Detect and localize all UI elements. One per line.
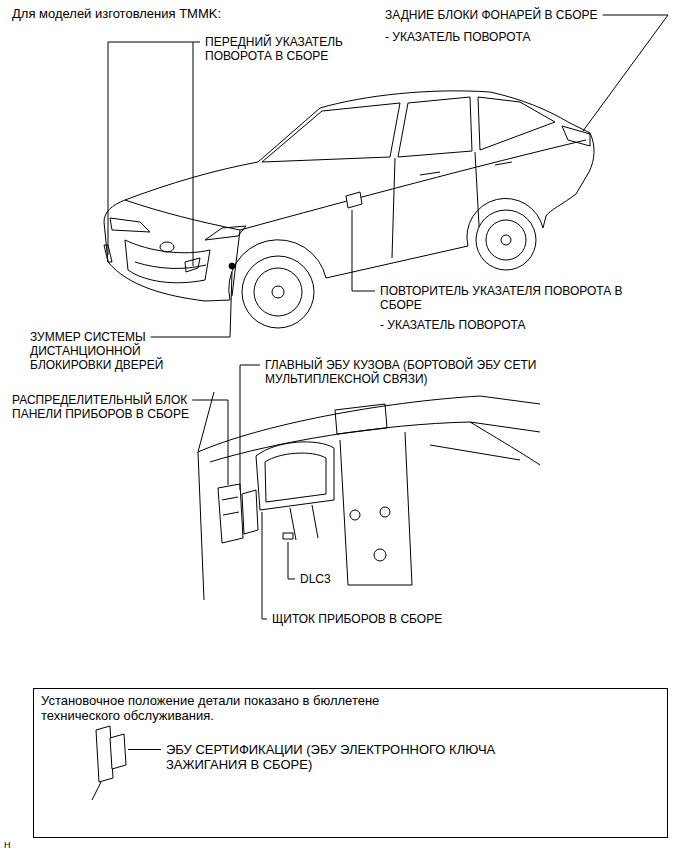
leader-line <box>352 210 375 291</box>
dashboard-illustration-part <box>312 505 318 538</box>
leader-line <box>151 272 232 337</box>
part-label: ЭБУ СЕРТИФИКАЦИИ (ЭБУ ЭЛЕКТРОННОГО КЛЮЧА… <box>166 742 495 772</box>
part-label: ПЕРЕДНИЙ УКАЗАТЕЛЬ ПОВОРОТА В СБОРЕ <box>205 35 343 63</box>
part-label: DLC3 <box>300 572 331 586</box>
leader-line <box>128 749 161 750</box>
car-illustration-part <box>398 97 472 157</box>
car-illustration-part <box>160 242 174 252</box>
dashboard-illustration-part <box>335 404 387 434</box>
part-label-wrap: ЗАДНИЕ БЛОКИ ФОНАРЕЙ В СБОРЕ <box>385 8 665 22</box>
ecu-icon <box>92 726 126 800</box>
dashboard-illustration-part <box>290 508 296 540</box>
part-label: - УКАЗАТЕЛЬ ПОВОРОТА <box>385 30 530 44</box>
car-illustration-part <box>104 91 594 301</box>
car-illustration-part <box>501 235 511 245</box>
dashboard-illustration-part <box>198 392 214 452</box>
dashboard-illustration-part <box>430 445 520 460</box>
part-label: ЗАДНИЕ БЛОКИ ФОНАРЕЙ В СБОРЕ <box>385 8 598 22</box>
car-illustration-part <box>392 158 395 258</box>
title-wrap: Для моделей изготовления TMMK: <box>12 6 412 21</box>
car-illustration-part <box>135 262 206 268</box>
dashboard-illustration-part <box>350 510 360 520</box>
dashboard-illustration-part <box>242 490 258 534</box>
car-illustration-part <box>346 192 362 208</box>
car-illustration-part <box>229 263 235 269</box>
car-illustration-part <box>240 140 586 230</box>
title: Для моделей изготовления TMMK: <box>12 6 221 21</box>
ecu-icon-part <box>96 726 113 782</box>
part-label: ПОВТОРИТЕЛЬ УКАЗАТЕЛЯ ПОВОРОТА В СБОРЕ <box>380 284 623 312</box>
ecu-icon-part <box>92 782 101 800</box>
leader-line <box>193 42 194 266</box>
car-illustration-part <box>254 268 302 316</box>
note-text: Установочное положение детали показано в… <box>41 693 379 723</box>
part-label: H <box>4 840 11 850</box>
car-illustration-part <box>125 200 240 230</box>
leader-line <box>583 15 668 131</box>
leader-line <box>240 365 260 490</box>
part-label-wrap: ПЕРЕДНИЙ УКАЗАТЕЛЬ ПОВОРОТА В СБОРЕ <box>205 35 370 63</box>
car-illustration-part <box>478 97 555 150</box>
dashboard-illustration-part <box>470 422 540 465</box>
car-illustration-part <box>110 218 150 232</box>
car-illustration-part <box>476 210 536 270</box>
car-illustration-part <box>495 162 512 165</box>
car-illustration-part <box>562 126 590 146</box>
dashboard-illustration-part <box>283 533 293 539</box>
part-label-wrap: ПОВТОРИТЕЛЬ УКАЗАТЕЛЯ ПОВОРОТА В СБОРЕ <box>380 284 660 312</box>
car-illustration-part <box>125 240 210 283</box>
part-label-wrap: - УКАЗАТЕЛЬ ПОВОРОТА <box>385 30 585 44</box>
part-label-wrap: РАСПРЕДЕЛИТЕЛЬНЫЙ БЛОК ПАНЕЛИ ПРИБОРОВ В… <box>12 393 217 421</box>
car-illustration-part <box>486 220 526 260</box>
part-label: - УКАЗАТЕЛЬ ПОВОРОТА <box>380 318 525 332</box>
note-box: Установочное положение детали показано в… <box>33 688 668 838</box>
dashboard-illustration-part <box>222 497 238 500</box>
leader-line <box>288 542 295 579</box>
part-label: ГЛАВНЫЙ ЭБУ КУЗОВА (БОРТОВОЙ ЭБУ СЕТИ МУ… <box>265 358 536 386</box>
dashboard-illustration-part <box>256 442 334 510</box>
part-label: РАСПРЕДЕЛИТЕЛЬНЫЙ БЛОК ПАНЕЛИ ПРИБОРОВ В… <box>12 393 189 421</box>
dashboard-illustration-part <box>198 396 540 452</box>
dashboard-illustration-part <box>380 507 390 517</box>
car-illustration-part <box>242 256 314 328</box>
leader-line <box>192 400 228 485</box>
dashboard-illustration-part <box>218 484 243 543</box>
car-illustration-part <box>420 172 440 175</box>
car-illustration-part <box>262 103 400 162</box>
leader-line <box>262 512 267 619</box>
dashboard-illustration-part <box>374 549 386 561</box>
leader-line <box>108 42 200 255</box>
part-label-wrap: ГЛАВНЫЙ ЭБУ КУЗОВА (БОРТОВОЙ ЭБУ СЕТИ МУ… <box>265 358 585 386</box>
car-illustration-part <box>205 226 246 240</box>
dashboard-illustration-part <box>340 432 412 585</box>
ecu-icon-part <box>110 734 126 769</box>
car-illustration-part <box>272 286 284 298</box>
part-label-wrap: ЩИТОК ПРИБОРОВ В СБОРЕ <box>272 612 492 626</box>
dashboard-illustration-part <box>265 453 326 502</box>
dashboard-illustration-part <box>223 512 239 515</box>
part-label-wrap: DLC3 <box>300 572 360 586</box>
part-label-wrap: H <box>4 838 24 852</box>
note-text-wrap: Установочное положение детали показано в… <box>41 693 441 723</box>
part-label-wrap: - УКАЗАТЕЛЬ ПОВОРОТА <box>380 318 580 332</box>
part-label: ЗУММЕР СИСТЕМЫ ДИСТАНЦИОННОЙ БЛОКИРОВКИ … <box>30 330 164 372</box>
dashboard-illustration <box>198 392 540 600</box>
dashboard-illustration-part <box>198 452 204 600</box>
part-label-wrap: ЭБУ СЕРТИФИКАЦИИ (ЭБУ ЭЛЕКТРОННОГО КЛЮЧА… <box>166 742 556 772</box>
part-label-wrap: ЗУММЕР СИСТЕМЫ ДИСТАНЦИОННОЙ БЛОКИРОВКИ … <box>30 330 205 372</box>
part-label: ЩИТОК ПРИБОРОВ В СБОРЕ <box>272 612 442 626</box>
